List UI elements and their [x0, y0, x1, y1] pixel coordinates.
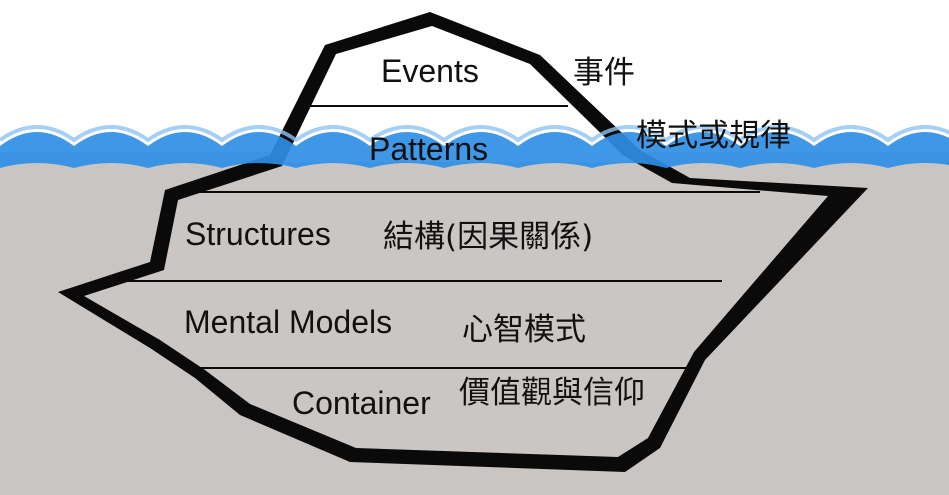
iceberg-below-water: [84, 162, 828, 457]
layer-patterns-label: Patterns: [369, 131, 489, 167]
water-waves: [0, 132, 949, 168]
layer-events-label: Events: [381, 53, 479, 89]
water-waves-highlight: [0, 125, 949, 143]
layer-container-translation: 價值觀與信仰: [459, 375, 645, 411]
layer-container-label: Container: [292, 385, 431, 421]
layer-structures-translation: 結構(因果關係): [383, 219, 594, 255]
layer-patterns-translation: 模式或規律: [636, 118, 791, 154]
layer-mental-models-label: Mental Models: [184, 304, 393, 340]
layer-events-translation: 事件: [573, 55, 635, 91]
layer-structures-label: Structures: [185, 216, 331, 252]
layer-mental-models-translation: 心智模式: [462, 312, 586, 348]
